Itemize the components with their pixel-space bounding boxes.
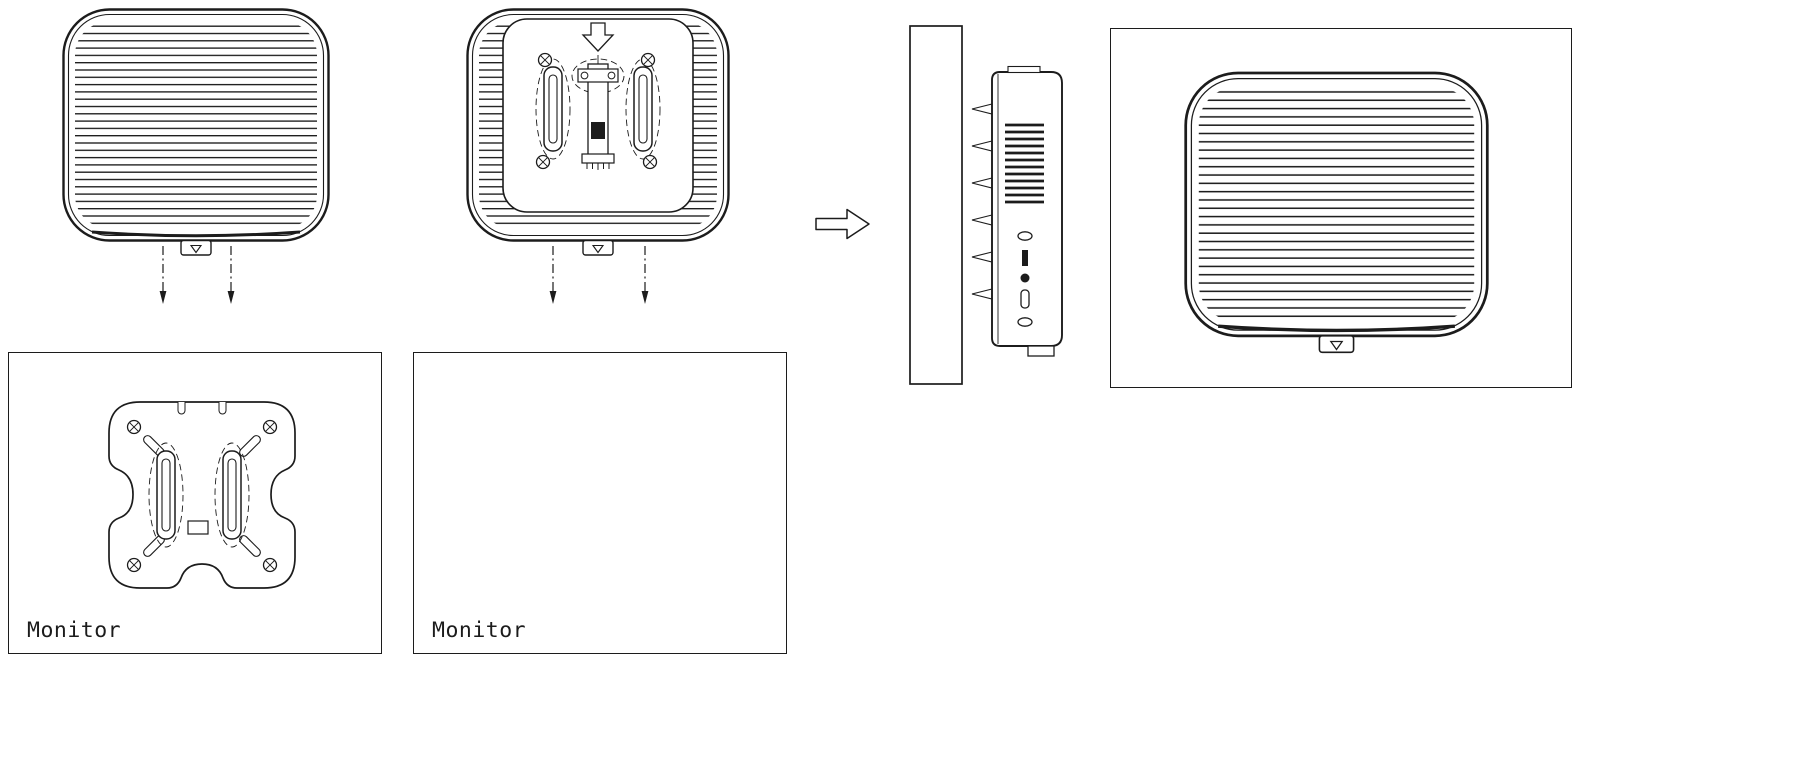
insert-arrow-icon	[581, 22, 615, 52]
screw-icon	[642, 154, 658, 170]
screw-icon	[126, 419, 142, 435]
device-foot	[1027, 345, 1055, 357]
side-ports	[1017, 231, 1033, 327]
screw-icon	[535, 154, 551, 170]
monitor-label: Monitor	[27, 618, 122, 643]
speaker-front-mounted	[1184, 71, 1489, 356]
monitor-label: Monitor	[432, 618, 527, 643]
vesa-slot-right	[214, 442, 250, 548]
speaker-side-body	[991, 65, 1063, 357]
monitor-outline-step1: Monitor	[8, 352, 382, 654]
mount-hooks	[971, 103, 993, 300]
guide-arrow-icon	[221, 246, 241, 306]
mounting-plate	[502, 18, 694, 213]
monitor-outline-step2: Monitor	[413, 352, 787, 654]
latch	[591, 122, 605, 139]
guide-arrow-icon	[153, 246, 173, 306]
monitor-assembled-outline	[1110, 28, 1572, 388]
vesa-slot-left	[535, 58, 571, 160]
vent-grille	[1005, 123, 1044, 205]
guide-arrow-icon	[635, 246, 655, 306]
top-step	[1007, 65, 1041, 74]
vesa-slot-left	[148, 442, 184, 548]
top-notch	[177, 402, 186, 415]
result-arrow-icon	[815, 208, 870, 240]
screw-icon	[262, 557, 278, 573]
screw-slot	[239, 435, 261, 457]
bottom-tab	[582, 239, 614, 256]
mount-hook-bracket	[571, 58, 625, 169]
guide-arrow-icon	[543, 246, 563, 306]
screw-icon	[640, 52, 656, 68]
vesa-adapter-plate	[108, 401, 296, 589]
mounted-side-view	[909, 25, 1063, 385]
screw-slot	[239, 535, 261, 557]
speaker-front-view	[62, 8, 330, 258]
screw-icon	[126, 557, 142, 573]
monitor-panel-side	[909, 25, 963, 385]
vesa-slot-right	[625, 58, 661, 160]
speaker-back-view	[466, 8, 730, 256]
screw-icon	[262, 419, 278, 435]
screw-icon	[537, 52, 553, 68]
center-catch	[187, 520, 209, 535]
top-notch	[218, 402, 227, 415]
